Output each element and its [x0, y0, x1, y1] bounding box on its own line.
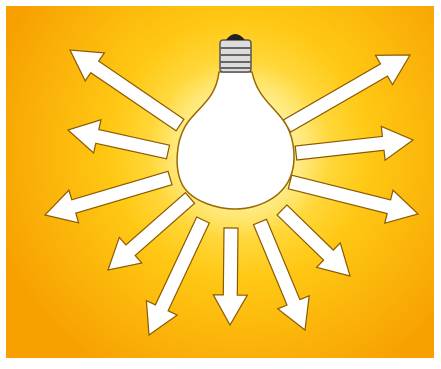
image-frame [0, 0, 441, 369]
light-bulb-illustration [0, 0, 441, 369]
